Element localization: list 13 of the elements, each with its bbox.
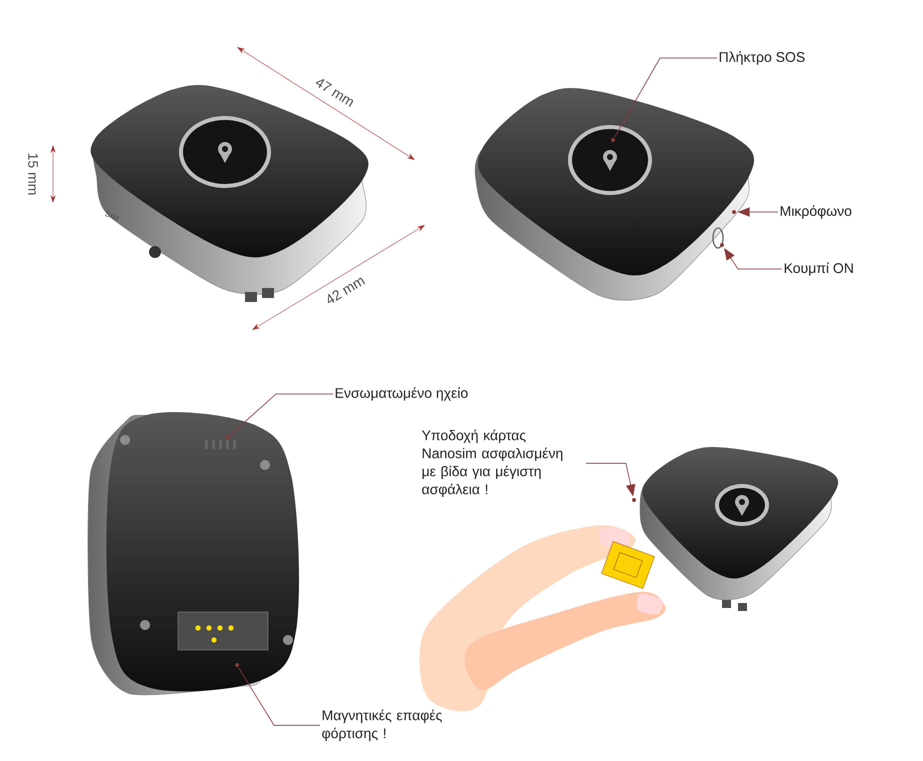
- dimension-label: 47 mm: [316, 79, 354, 107]
- dimension-label: 42 mm: [328, 278, 366, 304]
- callout-text: Ενσωματωμένο ηχείο: [336, 387, 468, 401]
- callout-text: Πλήκτρο SOS: [720, 51, 805, 65]
- leader-line: [614, 58, 718, 138]
- callout-text: Μαγνητικές επαφές φόρτισης !: [322, 710, 442, 742]
- callout-text: Υποδοχή κάρτας Nanosim ασφαλισμένη με βίδα για μέγιστη ασφάλεια !: [422, 430, 562, 498]
- dimension-label: 15 mm: [28, 154, 38, 194]
- callout-text: Κουμπί ON: [784, 262, 853, 276]
- leader-line: [238, 668, 320, 726]
- callout-text: Μικρόφωνο: [780, 205, 852, 219]
- leader-line: [230, 394, 334, 435]
- printed-label: SIM: [105, 211, 119, 222]
